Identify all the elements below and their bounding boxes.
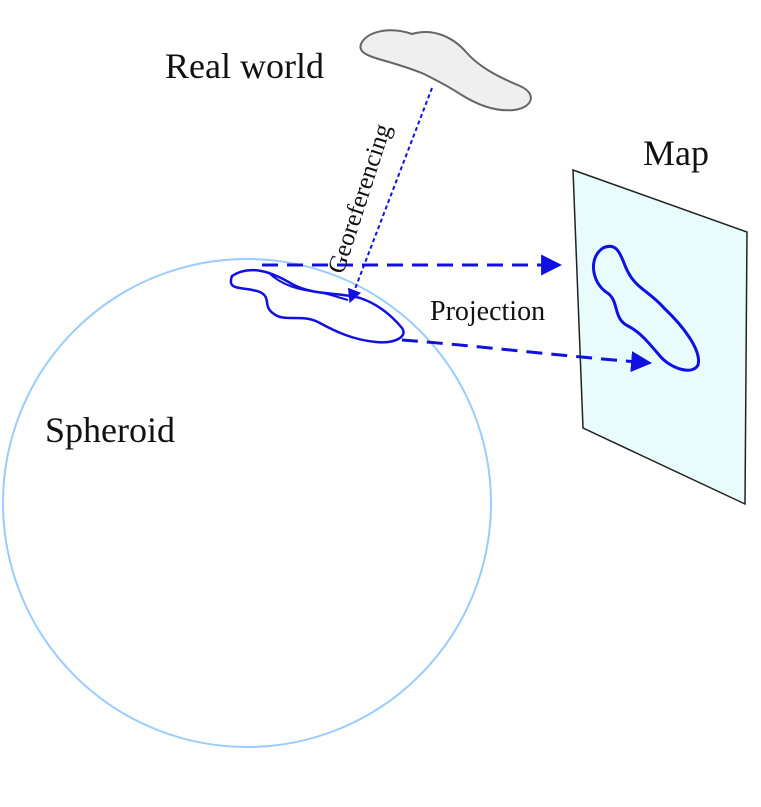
spheroid-inner-curve — [267, 271, 349, 301]
projection-arrow-bottom — [401, 338, 653, 373]
spheroid-label: Spheroid — [45, 410, 175, 450]
real-world-shape — [359, 29, 532, 112]
spheroid-region-outline — [229, 268, 405, 344]
map-plane — [572, 168, 748, 506]
map-region-outline — [592, 244, 700, 372]
projection-label: Projection — [430, 296, 545, 327]
real-world-label: Real world — [165, 46, 324, 86]
map-label: Map — [643, 133, 709, 173]
georeferencing-label: Georeferencing — [323, 120, 397, 277]
spheroid-circle — [2, 258, 492, 748]
